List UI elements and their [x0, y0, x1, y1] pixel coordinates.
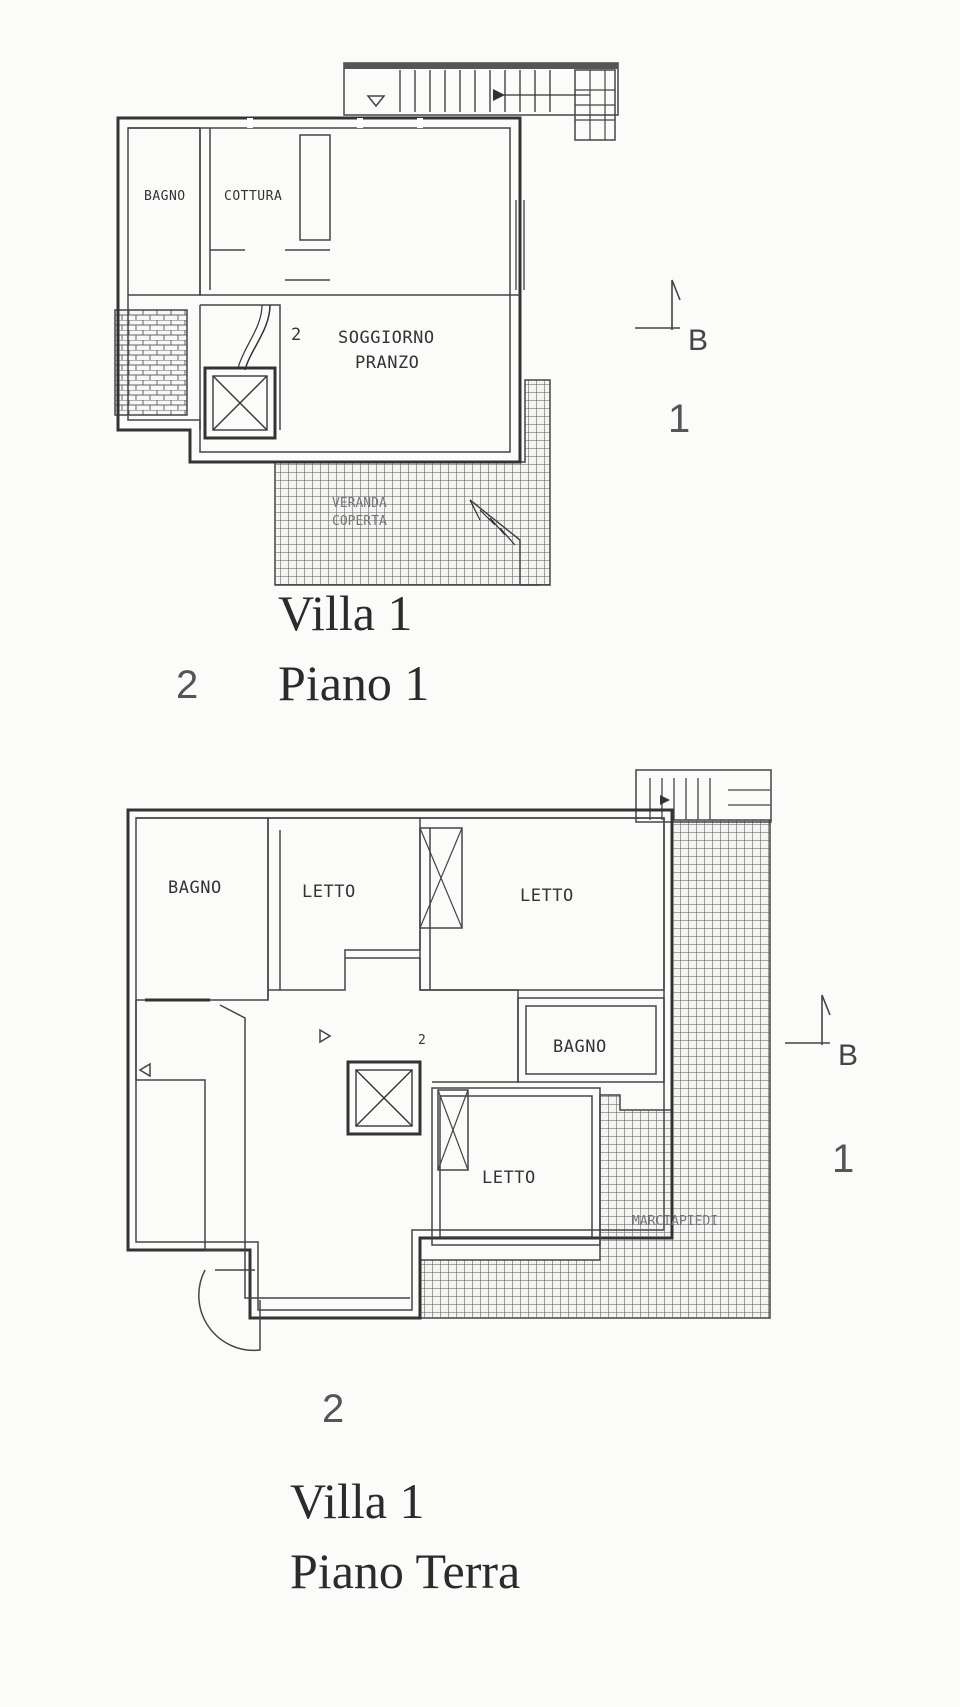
room-label-pranzo: PRANZO: [355, 353, 419, 373]
upper-staircase: [343, 62, 619, 141]
lower-staircase: [635, 769, 772, 823]
section-marker-b-lower: B: [785, 994, 858, 1072]
room-label-letto-3: LETTO: [482, 1168, 536, 1188]
veranda-tiled-area: [274, 379, 551, 586]
room-label-bagno-right: BAGNO: [553, 1037, 607, 1057]
elevator-shaft-lower: [346, 1060, 422, 1136]
section-marker-b-upper: B: [635, 279, 708, 357]
plan-piano-1: BAGNO COTTURA 2 SOGGIORNO PRANZO VERANDA…: [114, 62, 708, 711]
room-label-cottura: COTTURA: [224, 189, 282, 204]
room-label-soggiorno: SOGGIORNO: [338, 328, 435, 348]
room-label-bagno-left: BAGNO: [168, 878, 222, 898]
caption-piano-lower: Piano Terra: [290, 1543, 520, 1599]
room-label-marciapiedi: MARCIAPIEDI: [632, 1214, 718, 1229]
elevator-shaft-upper: [203, 366, 277, 440]
terrace-tiled-area: [419, 819, 771, 1319]
svg-text:B: B: [838, 1039, 858, 1072]
room-label-letto-2: LETTO: [520, 886, 574, 906]
side-marker-left-upper: 2: [176, 663, 198, 707]
side-marker-right-lower: 1: [832, 1137, 854, 1181]
side-marker-bottom-lower: 2: [322, 1387, 344, 1431]
side-marker-right-upper: 1: [668, 397, 690, 441]
caption-villa-lower: Villa 1: [290, 1473, 424, 1529]
plan-piano-terra: BAGNO LETTO LETTO 2 BAGNO LETTO MARCIAPI…: [126, 769, 858, 1599]
room-label-veranda: VERANDA: [332, 496, 387, 511]
brick-wall-left-upper: [114, 309, 188, 416]
caption-piano-upper: Piano 1: [278, 655, 429, 711]
corridor-number: 2: [291, 325, 302, 345]
room-label-letto-1: LETTO: [302, 882, 356, 902]
svg-text:B: B: [688, 324, 708, 357]
room-label-coperta: COPERTA: [332, 514, 387, 529]
caption-villa-upper: Villa 1: [278, 585, 412, 641]
corridor-number-lower: 2: [418, 1033, 426, 1048]
room-label-bagno: BAGNO: [144, 189, 186, 204]
